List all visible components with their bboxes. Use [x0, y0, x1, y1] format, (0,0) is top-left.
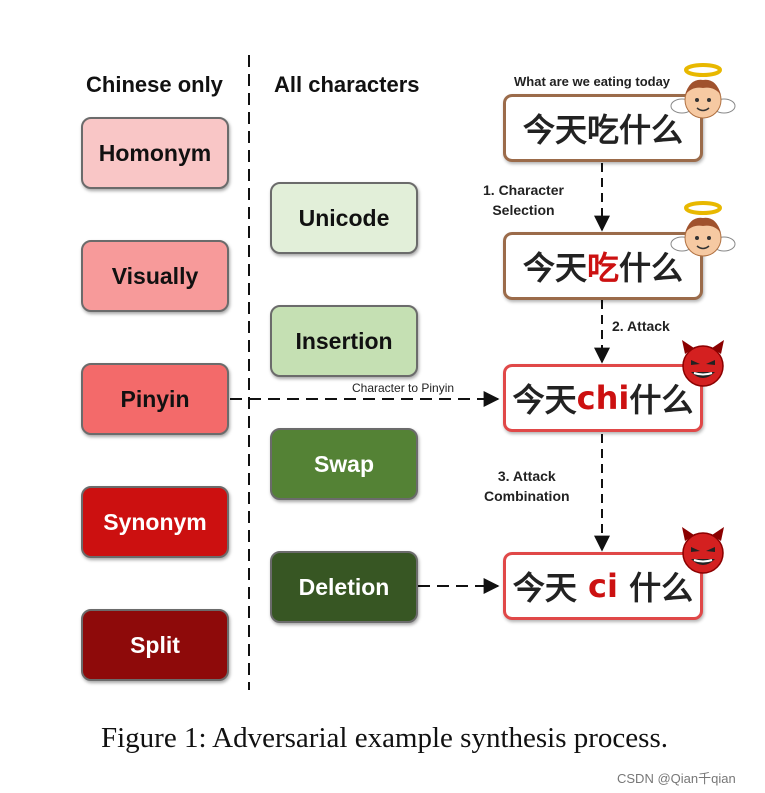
- angel-icon: [670, 201, 736, 257]
- homonym-label: Homonym: [98, 139, 212, 166]
- split-label: Split: [130, 631, 180, 658]
- step1-label: 1. Character Selection: [483, 182, 564, 218]
- watermark: CSDN @Qian千qian: [617, 771, 736, 786]
- pinyin-box: Pinyin: [81, 363, 229, 435]
- sentence-selected-pre: 今天: [522, 249, 587, 287]
- angel-icon: [670, 63, 736, 119]
- sentence-selected: 今天吃什么: [503, 232, 703, 300]
- synonym-box: Synonym: [81, 486, 229, 558]
- devil-icon: [682, 340, 724, 387]
- sentence-selected-post: 什么: [619, 249, 684, 287]
- swap-label: Swap: [313, 450, 375, 477]
- split-box: Split: [81, 609, 229, 681]
- step3-label: 3. Attack Combination: [484, 468, 570, 504]
- homonym-box: Homonym: [81, 117, 229, 189]
- unicode-label: Unicode: [298, 204, 390, 231]
- devil-icon: [682, 527, 724, 574]
- synonym-label: Synonym: [103, 508, 207, 535]
- pinyin-label: Pinyin: [120, 385, 190, 412]
- sentence-combined-post: 什么: [617, 569, 694, 607]
- insertion-box: Insertion: [270, 305, 418, 377]
- deletion-box: Deletion: [270, 551, 418, 623]
- all-characters-heading: All characters: [274, 72, 420, 97]
- deletion-label: Deletion: [298, 573, 390, 600]
- sentence-pinyin-pre: 今天: [512, 381, 577, 419]
- swap-box: Swap: [270, 428, 418, 500]
- visually-box: Visually: [81, 240, 229, 312]
- sentence-original: 今天吃什么: [503, 94, 703, 162]
- sentence-combined-pre: 今天: [512, 569, 589, 607]
- sentence-combined-attack: 今天 ci 什么: [503, 552, 703, 620]
- character-to-pinyin-label: Character to Pinyin: [352, 381, 455, 395]
- figure-caption: Figure 1: Adversarial example synthesis …: [101, 722, 668, 754]
- sentence-pinyin-post: 什么: [629, 381, 694, 419]
- chinese-only-heading: Chinese only: [86, 72, 223, 97]
- insertion-label: Insertion: [295, 327, 393, 354]
- sentence-combined-highlight: ci: [588, 567, 618, 605]
- sentence-original-text: 今天吃什么: [522, 111, 683, 149]
- unicode-box: Unicode: [270, 182, 418, 254]
- sentence-pinyin-highlight: chi: [576, 379, 630, 417]
- speech-text: What are we eating today: [514, 74, 671, 89]
- step2-label: 2. Attack: [612, 318, 670, 334]
- sentence-selected-highlight: 吃: [586, 249, 619, 287]
- visually-label: Visually: [111, 262, 199, 289]
